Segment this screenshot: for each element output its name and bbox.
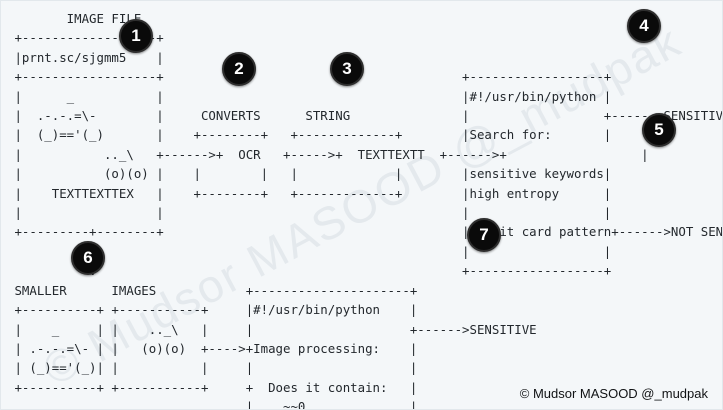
- step-badge-3: 3: [330, 52, 364, 86]
- ascii-diagram: IMAGE FILE +------------------+ |prnt.sc…: [14, 11, 723, 410]
- step-badge-2: 2: [222, 52, 256, 86]
- step-badge-4: 4: [627, 9, 661, 43]
- step-badge-5: 5: [642, 113, 676, 147]
- step-badge-1: 1: [119, 19, 153, 53]
- credit-text: © Mudsor MASOOD @_mudpak: [519, 386, 708, 401]
- step-badge-6: 6: [71, 241, 105, 275]
- step-badge-7: 7: [467, 218, 501, 252]
